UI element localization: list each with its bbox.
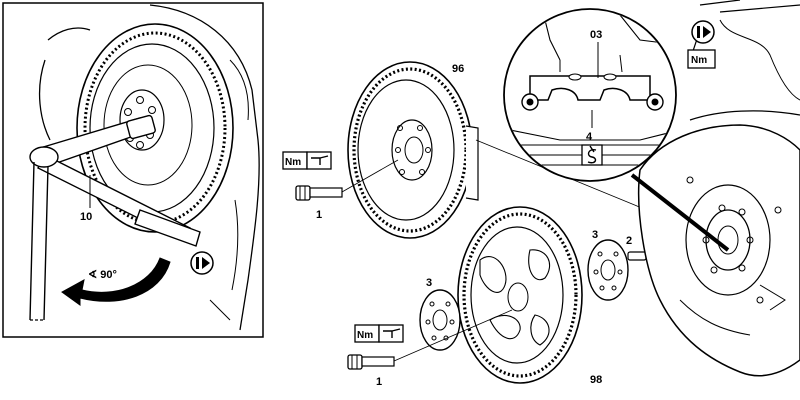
rotation-angle-label: ∢ 90° [88,269,117,281]
detail-magnifier [503,8,677,182]
flywheel-98 [457,206,583,384]
detail-leader-thick [630,173,730,252]
flywheel-96 [347,61,479,239]
torque-angle-icon [383,328,401,338]
engine-block-right [637,0,800,377]
dowel-pin-callout: 2 [626,235,632,247]
rotation-arrow [61,257,171,306]
torque-label-bottom: Nm [357,330,373,341]
part-03-callout: 03 [590,29,602,41]
flywheel-98-callout: 98 [590,374,602,386]
bolt-top [295,159,399,201]
torque-spec-box-top: Nm [282,151,332,170]
locking-bracket [529,75,651,101]
bolt-bottom [347,309,513,370]
wrench-callout: 10 [80,211,92,223]
shim-left [419,289,461,351]
torque-spec-box-bottom: Nm [354,324,404,343]
torque-label-top: Nm [285,157,301,168]
torque-label-detail: Nm [691,55,707,66]
torque-angle-icon [311,155,329,165]
shim-right-callout: 3 [592,229,598,241]
info-symbol-icon [190,251,214,275]
shim-left-callout: 3 [426,277,432,289]
bolt-bottom-callout: 1 [376,376,382,388]
torque-spec-box-detail [687,49,716,69]
info-symbol-icon [691,20,715,44]
sealant-icon [581,144,603,166]
socket-wrench [29,114,201,321]
shim-right [587,239,629,301]
position-4-callout: 4 [586,131,593,143]
engine-block-detail [209,59,249,321]
engine-block-outline [38,4,260,331]
bolt-top-callout: 1 [316,209,322,221]
left-inset-panel: 10 ∢ 90° [2,2,264,338]
flywheel-96-callout: 96 [452,63,464,75]
